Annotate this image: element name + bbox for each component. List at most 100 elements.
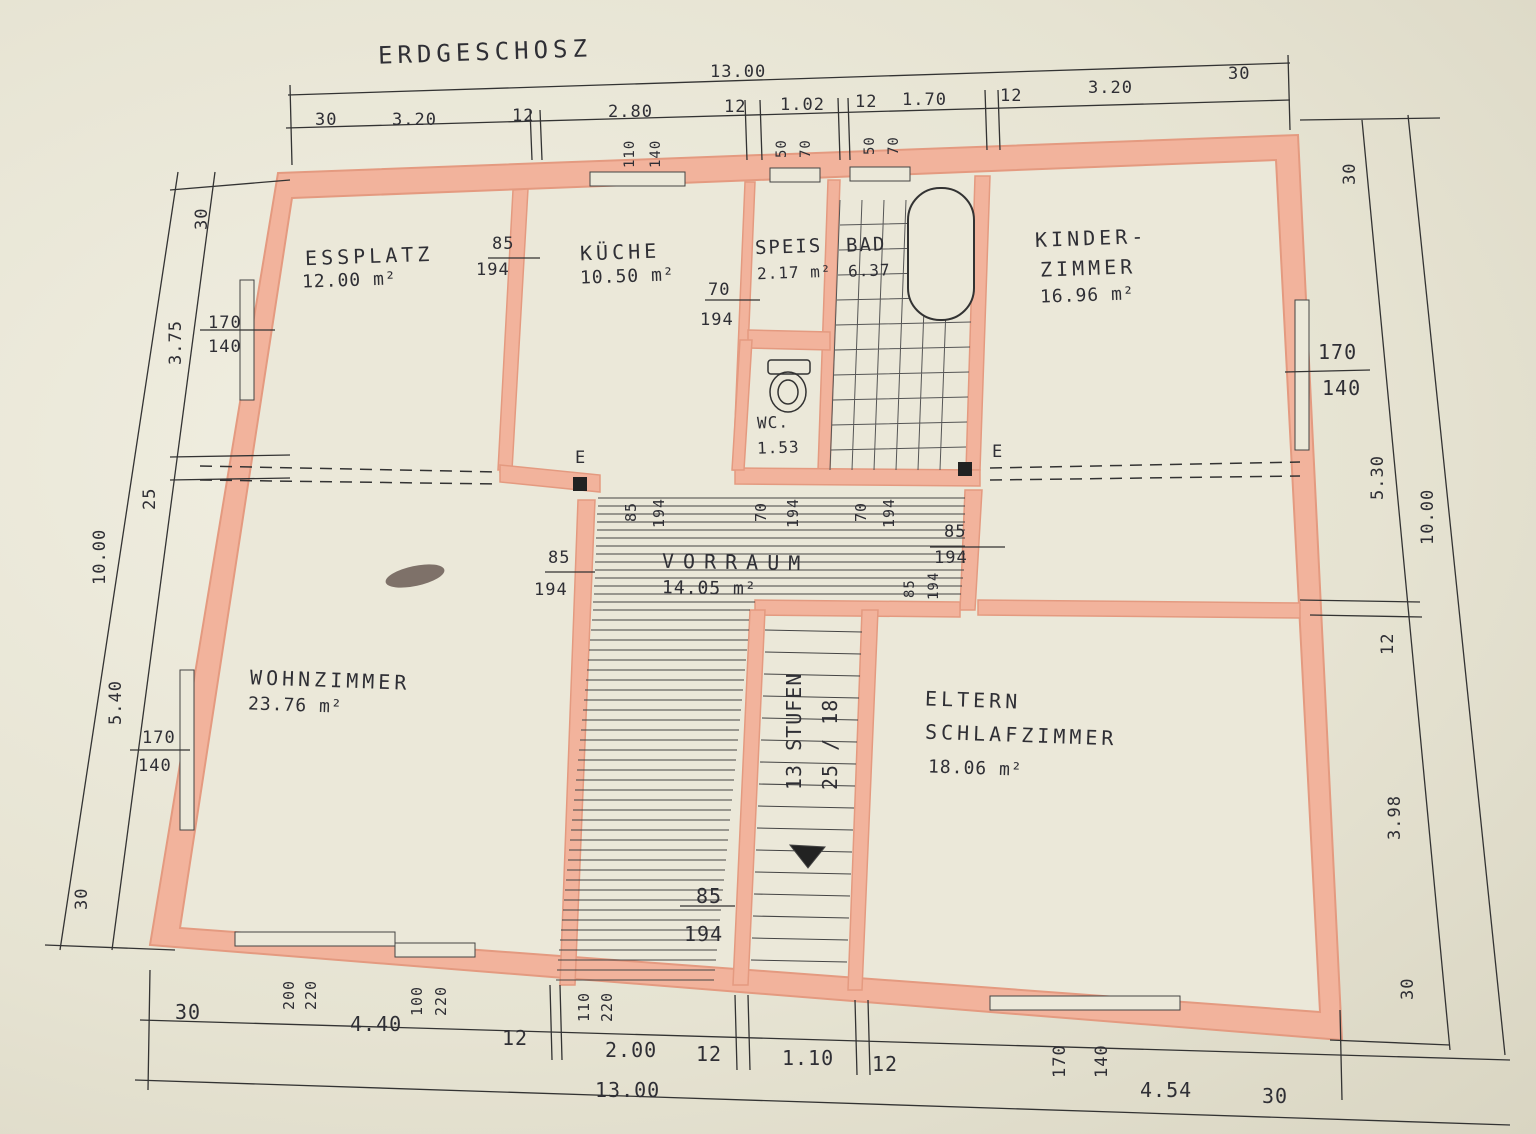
dim-bottom-7: 12 [872,1052,899,1076]
e-markers [573,462,972,491]
dim-window-top3-b: 70 [886,136,902,155]
dim-top-9: 12 [1000,86,1023,106]
dim-bottom-5: 12 [696,1042,723,1066]
stair-lines [750,629,863,963]
wall-stair-top [754,599,961,618]
dim-top-11: 30 [1228,64,1251,84]
dim-window-top1-a: 110 [622,139,638,168]
room-eltern-name-line1: ELTERN [924,686,1022,714]
room-speis-area: 2.17 m² [756,261,832,284]
dim-left-5: 30 [72,887,92,910]
dim-window-top2-a: 50 [774,139,790,158]
dim-window-bottom1-a: 200 [280,979,298,1010]
door-eltern-width: 85 [902,579,918,598]
dim-bottom-total [134,1079,1511,1126]
stair-ratio-label: 25 / 18 [818,698,842,790]
door-speis-width: 70 [708,280,731,300]
wall-wc-bottom [734,467,981,487]
door-wohn-width: 85 [548,548,571,568]
window-left-bottom-height: 140 [138,756,172,776]
window-left-bottom-width: 170 [142,728,176,748]
door-speis-height: 194 [700,310,734,330]
dim-bottom-sub [139,1019,1511,1061]
dim-right-1: 30 [1340,162,1360,185]
room-wc-area: 1.53 [756,437,800,458]
marker-e-left: E [575,448,587,468]
dim-right-3: 12 [1378,632,1398,655]
room-kueche-name: KÜCHE [579,238,661,266]
dim-top-2: 3.20 [392,110,437,130]
door-wohn-height: 194 [534,580,568,600]
window-right-height: 140 [1322,376,1362,400]
room-wc-name: WC. [756,412,790,433]
vorraum-hatching [556,497,965,981]
door-eltern-height: 194 [926,571,942,600]
dim-window-top1-b: 140 [648,139,664,168]
door-bad-height: 194 [880,497,898,528]
dim-window-bottom3-b: 220 [598,991,616,1022]
door-ess-width: 85 [492,234,515,254]
dim-top-8: 1.70 [902,90,947,110]
room-wohn-area: 23.76 m² [247,693,344,718]
dim-left-total: 10.00 [90,528,110,585]
bad-tiles [829,187,976,471]
dim-window-top3-a: 50 [862,136,878,155]
wall-vorraum-left [559,499,596,986]
window-bottom-wohn1 [234,931,396,947]
window-top-speis [769,167,821,183]
room-vorraum-area: 14.05 m² [661,577,757,600]
dim-window-bottom2-a: 100 [408,985,426,1016]
dim-bottom-6: 1.10 [782,1046,835,1070]
door-entry-width: 85 [696,884,723,908]
wall-stair-left [732,609,766,986]
window-top-bad [849,166,911,182]
stair-steps-label: 13 STUFEN [782,672,806,790]
dim-top-3: 12 [512,106,535,126]
door-wc-width: 70 [752,501,770,522]
room-essplatz-area: 12.00 m² [301,268,398,293]
dim-top-sub [285,99,1291,129]
dim-window-bottom1-b: 220 [302,979,320,1010]
dim-bottom-9: 30 [1262,1084,1289,1108]
windows [179,166,1310,1011]
dim-top-10: 3.20 [1088,78,1133,98]
wall-speis-wc [747,329,831,351]
door-kueche-width: 85 [622,501,640,522]
door-kueche-height: 194 [650,497,668,528]
dim-right-total [1407,114,1506,1056]
room-bad-name: BAD [845,233,887,257]
dim-left-4: 5.40 [106,680,126,725]
room-essplatz-name: ESSPLATZ [304,241,434,271]
dim-window-top2-b: 70 [798,139,814,158]
dim-left-sub [111,171,216,951]
outer-walls [148,133,1344,1042]
window-bottom-eltern [989,995,1181,1011]
door-entry-height: 194 [684,922,724,946]
door-kinder-width: 85 [944,522,967,542]
room-speis-name: SPEIS [754,234,823,260]
room-kinder-name-line2: ZIMMER [1039,254,1137,282]
dim-bottom-total: 13.00 [595,1078,661,1102]
dim-top-total: 13.00 [710,62,767,82]
dim-bottom-1: 30 [175,1000,202,1024]
dim-top-6: 1.02 [780,95,825,115]
room-bad-area: 6.37 [847,260,891,281]
dim-right-sub [1361,119,1451,1051]
window-right [1294,299,1310,451]
door-bad-width: 70 [852,501,870,522]
dim-top-7: 12 [855,92,878,112]
wall-kinder-eltern [977,599,1301,619]
dim-left-total [59,171,179,951]
dim-top-4: 2.80 [608,102,653,122]
marker-e-right: E [992,442,1004,462]
wall-wc-left [731,339,753,471]
bathtub [907,187,975,321]
dim-bottom-4: 2.00 [605,1038,658,1062]
dim-top-total [287,62,1291,96]
door-ess-height: 194 [476,260,510,280]
window-left-top-height: 140 [208,337,242,357]
room-kueche-area: 10.50 m² [579,264,676,289]
toilet-symbol [767,359,811,413]
